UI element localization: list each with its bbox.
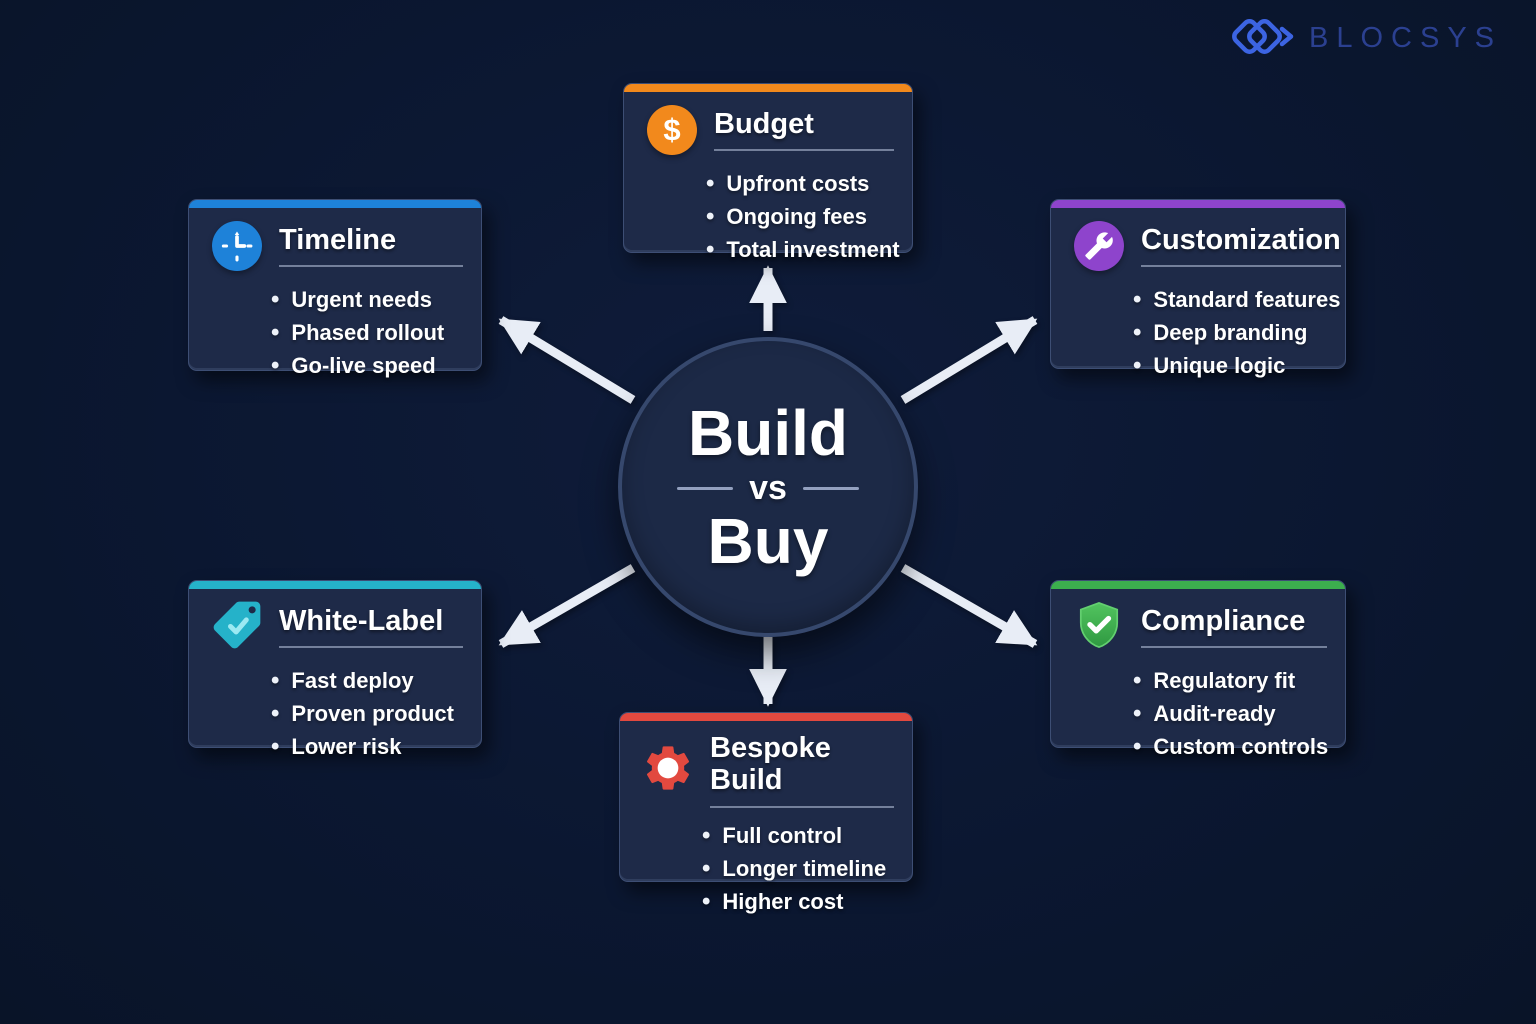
budget-bullet-list: Upfront costs Ongoing fees Total investm… [706, 167, 912, 266]
arrow-to-customization [900, 316, 1038, 404]
card-compliance: Compliance Regulatory fit Audit-ready Cu… [1050, 580, 1346, 759]
bespoke-build-accent-bar [620, 713, 912, 721]
tag-check-icon [209, 597, 265, 658]
bullet-item: Higher cost [702, 885, 912, 918]
bullet-item: Custom controls [1133, 730, 1345, 763]
logo-text: BLOCSYS [1309, 21, 1502, 54]
timeline-bullet-list: Urgent needs Phased rollout Go-live spee… [271, 283, 481, 382]
card-bespoke-build: Bespoke Build Full control Longer timeli… [619, 712, 913, 914]
customization-accent-bar [1051, 200, 1345, 208]
arrow-to-timeline [498, 316, 636, 404]
card-budget: $ Budget Upfront costs Ongoing fees Tota… [623, 83, 913, 262]
bullet-item: Full control [702, 819, 912, 852]
white-label-title: White-Label [279, 604, 444, 637]
blocsys-diamonds-icon [1229, 12, 1301, 64]
bullet-item: Longer timeline [702, 852, 912, 885]
vs-right-dash [802, 486, 859, 490]
budget-title: Budget [714, 107, 814, 140]
bullet-item: Upfront costs [706, 167, 912, 200]
customization-bullet-list: Standard features Deep branding Unique l… [1133, 283, 1345, 382]
center-vs-label: vs [749, 469, 787, 507]
shield-check-icon [1073, 599, 1125, 656]
timeline-title: Timeline [279, 223, 397, 256]
bullet-item: Lower risk [271, 730, 481, 763]
white-label-bullet-list: Fast deploy Proven product Lower risk [271, 664, 481, 763]
customization-title: Customization [1141, 223, 1341, 256]
bullet-item: Phased rollout [271, 316, 481, 349]
blocsys-logo: BLOCSYS [1229, 12, 1502, 64]
card-customization: Customization Standard features Deep bra… [1050, 199, 1346, 378]
white-label-accent-bar [189, 581, 481, 589]
arrow-to-compliance [900, 564, 1038, 648]
bullet-item: Ongoing fees [706, 200, 912, 233]
gear-icon [641, 741, 695, 800]
center-build-label: Build [688, 397, 848, 469]
bullet-item: Regulatory fit [1133, 664, 1345, 697]
clock-icon [212, 221, 262, 271]
dollar-icon: $ [647, 105, 697, 155]
budget-accent-bar [624, 84, 912, 92]
center-buy-label: Buy [707, 505, 829, 577]
card-white-label: White-Label Fast deploy Proven product L… [188, 580, 482, 759]
compliance-bullet-list: Regulatory fit Audit-ready Custom contro… [1133, 664, 1345, 763]
timeline-accent-bar [189, 200, 481, 208]
bullet-item: Total investment [706, 233, 912, 266]
bullet-item: Audit-ready [1133, 697, 1345, 730]
bullet-item: Standard features [1133, 283, 1345, 316]
wrench-icon [1074, 221, 1124, 271]
arrow-to-white-label [498, 564, 636, 648]
bespoke-build-bullet-list: Full control Longer timeline Higher cost [702, 819, 912, 918]
vs-left-dash [677, 486, 734, 490]
build-vs-buy-center-node: Build vs Buy [618, 337, 918, 637]
bullet-item: Urgent needs [271, 283, 481, 316]
bullet-item: Fast deploy [271, 664, 481, 697]
bullet-item: Unique logic [1133, 349, 1345, 382]
bullet-item: Go-live speed [271, 349, 481, 382]
card-timeline: Timeline Urgent needs Phased rollout Go-… [188, 199, 482, 378]
bullet-item: Proven product [271, 697, 481, 730]
compliance-accent-bar [1051, 581, 1345, 589]
bullet-item: Deep branding [1133, 316, 1345, 349]
compliance-title: Compliance [1141, 604, 1306, 637]
center-vs-row: vs [677, 471, 859, 505]
bespoke-build-title: Bespoke Build [710, 732, 831, 796]
